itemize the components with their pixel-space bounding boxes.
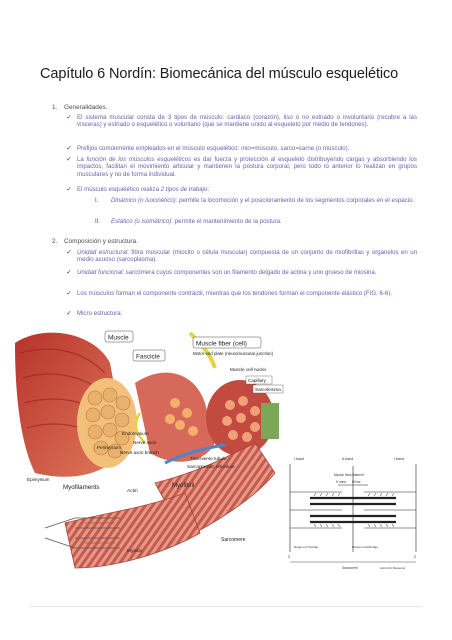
page-title: Capítulo 6 Nordín: Biomecánica del múscu… [40,66,399,82]
label-myofilaments: Myofilaments [63,484,99,491]
label-myosin: Myosin [127,548,143,554]
sarcomere-diagram: I band A band I band Myosin thick filame… [282,452,424,575]
list-item: ✓ La función de los músculos esquelético… [66,156,417,178]
label-a-band: A band [342,457,353,461]
sub-list-item: I. Dinámico (o isocinético): permite la … [95,197,415,204]
fascicle-circles [85,387,131,459]
label-sarcolemma: Sarcolemma [252,384,284,394]
checkmark-icon: ✓ [66,114,72,121]
list-item: ✓ Prefijos comúnmente empleados en el mú… [66,145,350,152]
label-transverse-tubule: Transverse tubule [190,456,227,461]
label-actin-thin-filaments: Actin thin filaments [380,566,406,570]
checkmark-icon: ✓ [66,156,72,163]
checkmark-icon: ✓ [66,186,72,193]
nerve-axon-branch [134,412,146,444]
muscle-structure-figure: Muscle Fascicle Muscle fiber (cell) Moto… [15,330,284,569]
fascicle-tube [135,372,215,462]
nerve-axon [188,331,217,369]
label-myosin-crossbridge: Myosin crossbridge [352,545,378,549]
label-muscle-cell-nuclei: Muscle cell nuclei [230,367,266,372]
label-i-band-left: I band [294,457,304,461]
list-item: ✓ Unidad estructural: fibra muscular (mi… [66,249,418,264]
list-item: ✓ Micro estructura: [66,310,123,317]
crossbridges [313,492,395,528]
myofibril-tube-lower [64,492,201,569]
svg-text:Fascicle: Fascicle [136,354,160,361]
muscle-striations [19,348,118,449]
checkmark-icon: ✓ [66,269,72,276]
list-item: ✓ El músculo esquelético realiza 2 tipos… [66,186,210,193]
myofibril-dots [222,396,260,442]
fiber-dots [165,398,198,436]
list-item: ✓ Unidad funcional: sarcómera cuyos comp… [66,269,377,276]
label-actin: Actin [127,488,138,494]
label-epimysium: Epimysium [27,477,50,482]
sarcoplasmic-reticulum [164,443,226,465]
list-item: ✓ Los músculos forman el componente cont… [66,290,392,297]
label-region-overlap: Region of Overlap [294,545,319,549]
label-fascicle: Fascicle [132,349,166,362]
label-z-left: Z [288,555,290,559]
svg-text:Capillary: Capillary [248,378,267,383]
checkmark-icon: ✓ [66,145,72,152]
label-z-right: Z [414,555,416,559]
label-h-zone: H zone [336,480,346,484]
checkmark-icon: ✓ [66,290,72,297]
footer-divider [30,606,422,607]
label-endomysium: Endomysium [122,431,149,436]
label-motor-end-plate: Motor end plate (neuromuscular junction) [193,351,274,356]
label-perimysium: Perimysium [97,445,121,450]
label-muscle: Muscle [104,330,134,343]
label-sarcoplasmic-reticulum: Sarcoplasmic reticulum [187,464,235,469]
label-myosin-thick-filament: Myosin thick filament [334,473,364,477]
label-muscle-fiber: Muscle fiber (cell) [192,336,262,349]
checkmark-icon: ✓ [66,249,72,256]
section-heading: 1.Generalidades. [52,104,108,111]
label-nerve-axon: Nerve axon [133,440,157,445]
label-myofibril: Myofibril [172,483,194,489]
label-i-band-right: I band [394,457,404,461]
list-item: ✓ El sistema muscular consta de 3 tipos … [66,114,417,129]
svg-text:Muscle: Muscle [108,335,129,342]
sarcomere-lines [289,464,417,552]
label-capillary: Capillary [245,375,273,385]
svg-text:Muscle fiber (cell): Muscle fiber (cell) [196,341,247,348]
checkmark-icon: ✓ [66,310,72,317]
sarcolemma-band [261,403,279,439]
label-sarcomere: Sarcomere [221,537,246,543]
section-heading: 2.Composición y estructura. [52,238,138,245]
label-sarcomere-side: Sarcomere [342,566,358,570]
label-m-line: M line [352,480,361,484]
sub-list-item: II. Estático (o isométrico): permite el … [95,218,282,225]
label-nerve-axon-branch: Nerve axon branch [120,450,159,455]
myofilament-drawing [44,517,120,549]
svg-text:Sarcolemma: Sarcolemma [255,387,281,392]
thick-filaments [310,496,396,524]
